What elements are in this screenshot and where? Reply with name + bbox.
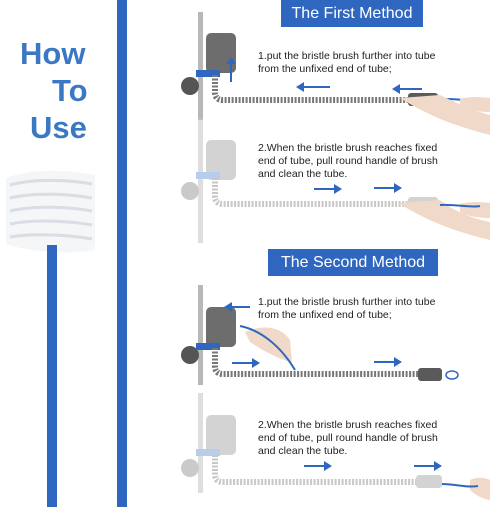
- arrow-left-icon: [392, 84, 422, 94]
- step-text-line: 2.When the bristle brush reaches fixed: [258, 142, 438, 155]
- second-method-heading: The Second Method: [268, 249, 438, 276]
- arrow-right-icon: [304, 461, 332, 471]
- method-1-step-1: 1.put the bristle brush further into tub…: [258, 50, 435, 76]
- title-line-3: Use: [30, 112, 87, 143]
- step-text-line: and clean the tube.: [258, 445, 438, 458]
- step-text-line: end of tube, pull round handle of brush: [258, 155, 438, 168]
- step-text-line: and clean the tube.: [258, 168, 438, 181]
- step-text-line: 1.put the bristle brush further into tub…: [258, 50, 435, 63]
- method-2-step-2: 2.When the bristle brush reaches fixed e…: [258, 419, 438, 458]
- step-text-line: from the unfixed end of tube;: [258, 63, 435, 76]
- step-text-line: end of tube, pull round handle of brush: [258, 432, 438, 445]
- arrow-left-icon: [296, 82, 330, 92]
- first-method-heading: The First Method: [281, 0, 423, 27]
- title-line-2: To: [52, 75, 88, 106]
- divider-bar: [117, 0, 127, 507]
- method-1-step-2: 2.When the bristle brush reaches fixed e…: [258, 142, 438, 181]
- arrow-right-icon: [232, 358, 260, 368]
- title-line-1: How: [20, 38, 85, 69]
- method-2-step-1: 1.put the bristle brush further into tub…: [258, 296, 435, 322]
- step-text-line: 2.When the bristle brush reaches fixed: [258, 419, 438, 432]
- step-text-line: 1.put the bristle brush further into tub…: [258, 296, 435, 309]
- arrow-right-icon: [414, 461, 442, 471]
- arrow-right-icon: [314, 184, 342, 194]
- brush-handle: [47, 245, 57, 507]
- step-text-line: from the unfixed end of tube;: [258, 309, 435, 322]
- panel-2-hand: [398, 200, 490, 240]
- brush-bristles-icon: [6, 171, 95, 253]
- arrow-right-icon: [374, 183, 402, 193]
- arrow-right-icon: [374, 357, 402, 367]
- panel-4-hand: [442, 478, 490, 500]
